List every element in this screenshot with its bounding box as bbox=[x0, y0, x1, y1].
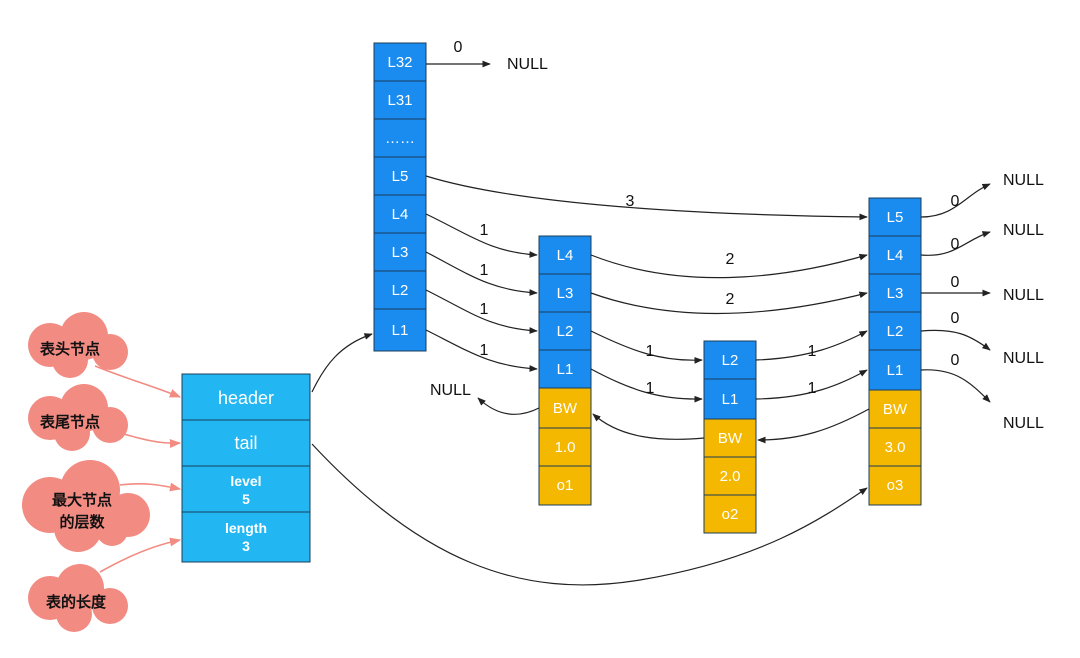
head-node-column bbox=[373, 42, 427, 352]
node-o3-level-l5: L5 bbox=[887, 209, 904, 226]
null-o3-l3: NULL bbox=[1003, 287, 1044, 304]
node-o1-level-l1: L1 bbox=[557, 361, 574, 378]
length-value: 3 bbox=[242, 538, 250, 554]
node-o3-level-l2: L2 bbox=[887, 323, 904, 340]
node-o3-obj: o3 bbox=[887, 477, 904, 494]
span-head-l3: 1 bbox=[480, 262, 489, 279]
head-level-l32: L32 bbox=[387, 54, 412, 71]
pointer-max-level bbox=[119, 482, 182, 492]
node-o1-backward: BW bbox=[553, 400, 578, 417]
label-max-level-2: 的层数 bbox=[59, 513, 105, 531]
span-o3-l5: 0 bbox=[951, 193, 960, 210]
node-o3-backward: BW bbox=[883, 401, 908, 418]
o1-l1-arrow bbox=[590, 368, 703, 403]
head-l3-arrow bbox=[425, 251, 538, 296]
o3-backward-arrow bbox=[757, 408, 870, 444]
pointer-length bbox=[99, 537, 182, 573]
head-l2-arrow bbox=[425, 289, 538, 334]
node-o1-level-l2: L2 bbox=[557, 323, 574, 340]
span-o2-l1: 1 bbox=[808, 380, 817, 397]
header-to-head-arrow bbox=[311, 333, 373, 393]
node-o2-backward: BW bbox=[718, 430, 743, 447]
span-o1-l1: 1 bbox=[646, 380, 655, 397]
label-max-level-1: 最大节点 bbox=[52, 491, 112, 509]
o2-l2-arrow bbox=[755, 330, 868, 361]
level-label: level bbox=[230, 473, 261, 489]
o1-l3-arrow bbox=[590, 291, 868, 314]
node-o2-obj: o2 bbox=[722, 506, 739, 523]
head-level-l3: L3 bbox=[392, 244, 409, 261]
o1-l2-arrow bbox=[590, 330, 703, 364]
label-length: 表的长度 bbox=[46, 593, 107, 611]
node-o2-level-l2: L2 bbox=[722, 352, 739, 369]
null-o3-l4: NULL bbox=[1003, 222, 1044, 239]
span-l32: 0 bbox=[454, 39, 463, 56]
o3-l1-arrow bbox=[920, 369, 991, 403]
null-o3-l2: NULL bbox=[1003, 350, 1044, 367]
pointer-tail-node bbox=[119, 432, 182, 448]
node-o1-level-l4: L4 bbox=[557, 247, 574, 264]
o2-l1-arrow bbox=[755, 369, 868, 400]
span-o2-l2: 1 bbox=[808, 343, 817, 360]
head-level-l31: L31 bbox=[387, 92, 412, 109]
pointer-head-node bbox=[94, 365, 182, 398]
span-o1-l3: 2 bbox=[726, 291, 735, 308]
cloud-head-node: 表头节点 bbox=[28, 312, 128, 378]
head-l5-arrow bbox=[425, 175, 868, 221]
head-l1-arrow bbox=[425, 329, 538, 372]
list-header-struct bbox=[181, 373, 311, 563]
node-o1-score: 1.0 bbox=[555, 439, 576, 456]
tail-to-o3-arrow bbox=[311, 443, 868, 586]
node-o1-column bbox=[538, 235, 592, 506]
node-o1-level-l3: L3 bbox=[557, 285, 574, 302]
cloud-length: 表的长度 bbox=[28, 564, 128, 632]
level-value: 5 bbox=[242, 491, 250, 507]
node-o1-obj: o1 bbox=[557, 477, 574, 494]
node-o3-level-l1: L1 bbox=[887, 362, 904, 379]
o1-backward-arrow bbox=[477, 397, 540, 415]
span-head-l2: 1 bbox=[480, 301, 489, 318]
node-o2-score: 2.0 bbox=[720, 468, 741, 485]
header-field: header bbox=[218, 388, 274, 408]
head-level-l5: L5 bbox=[392, 168, 409, 185]
o3-l5-arrow bbox=[920, 183, 991, 218]
span-head-l5: 3 bbox=[626, 193, 635, 210]
node-o3-column bbox=[868, 197, 922, 506]
span-o1-l2: 1 bbox=[646, 343, 655, 360]
span-o3-l2: 0 bbox=[951, 310, 960, 327]
null-head-l32: NULL bbox=[507, 56, 548, 73]
null-o1-backward: NULL bbox=[430, 382, 471, 399]
span-o3-l3: 0 bbox=[951, 274, 960, 291]
null-o3-l5: NULL bbox=[1003, 172, 1044, 189]
head-level-ellipsis: …… bbox=[385, 130, 415, 147]
node-o3-level-l3: L3 bbox=[887, 285, 904, 302]
head-level-l4: L4 bbox=[392, 206, 409, 223]
span-o3-l4: 0 bbox=[951, 236, 960, 253]
o1-l4-arrow bbox=[590, 253, 868, 279]
span-head-l4: 1 bbox=[480, 222, 489, 239]
head-level-l1: L1 bbox=[392, 322, 409, 339]
label-tail-node: 表尾节点 bbox=[40, 413, 100, 431]
tail-field: tail bbox=[234, 433, 257, 453]
head-l4-arrow bbox=[425, 213, 538, 258]
span-o3-l1: 0 bbox=[951, 352, 960, 369]
node-o3-score: 3.0 bbox=[885, 439, 906, 456]
node-o2-level-l1: L1 bbox=[722, 391, 739, 408]
o3-l4-arrow bbox=[920, 231, 991, 256]
span-o1-l4: 2 bbox=[726, 251, 735, 268]
cloud-tail-node: 表尾节点 bbox=[28, 384, 128, 451]
node-o3-level-l4: L4 bbox=[887, 247, 904, 264]
span-head-l1: 1 bbox=[480, 342, 489, 359]
null-o3-l1: NULL bbox=[1003, 415, 1044, 432]
length-label: length bbox=[225, 520, 267, 536]
o2-backward-arrow bbox=[592, 413, 705, 440]
label-head-node: 表头节点 bbox=[40, 340, 100, 358]
head-level-l2: L2 bbox=[392, 282, 409, 299]
cloud-max-level: 最大节点 的层数 bbox=[22, 460, 150, 552]
o3-l2-arrow bbox=[920, 329, 991, 351]
